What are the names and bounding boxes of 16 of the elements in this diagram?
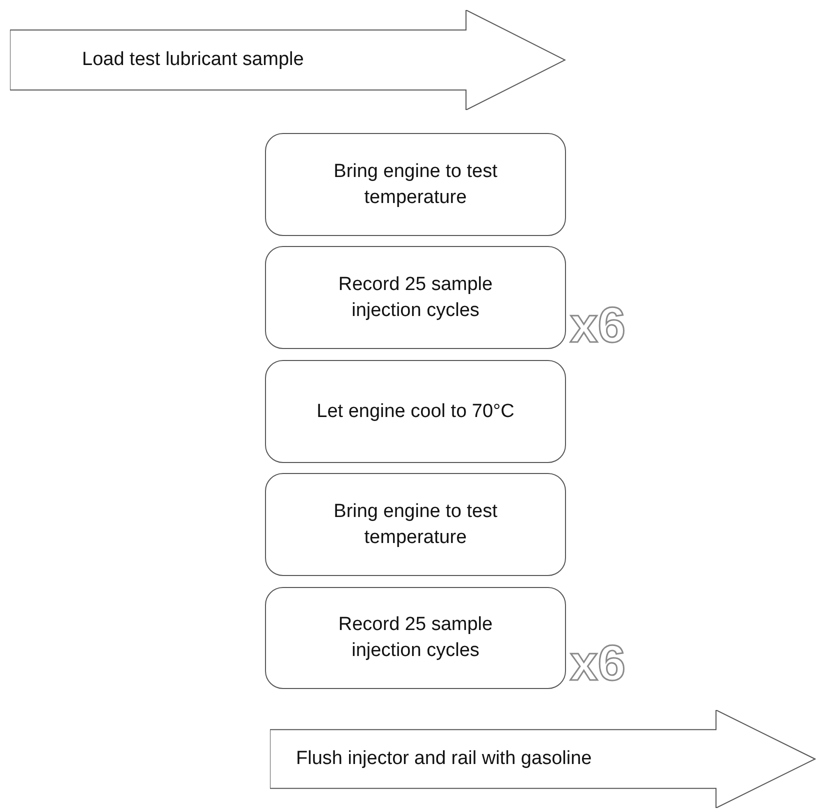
process-box — [265, 360, 566, 463]
process-box — [265, 473, 566, 576]
step-arrow — [10, 10, 566, 110]
step-text: Record 25 sample injection cycles — [337, 272, 494, 322]
step-text: Bring engine to test temperature — [332, 500, 498, 550]
step-text: Load test lubricant sample — [82, 48, 304, 72]
step-text: Bring engine to test temperature — [332, 160, 498, 210]
step-arrow — [270, 710, 816, 808]
step-text: Let engine cool to 70°C — [316, 400, 514, 424]
repeat-count: x6 — [570, 638, 626, 688]
repeat-count: x6 — [570, 300, 626, 350]
process-box — [265, 246, 566, 349]
process-box — [265, 587, 566, 689]
process-box — [265, 133, 566, 236]
step-text: Record 25 sample injection cycles — [337, 613, 494, 663]
step-text: Flush injector and rail with gasoline — [296, 747, 592, 771]
